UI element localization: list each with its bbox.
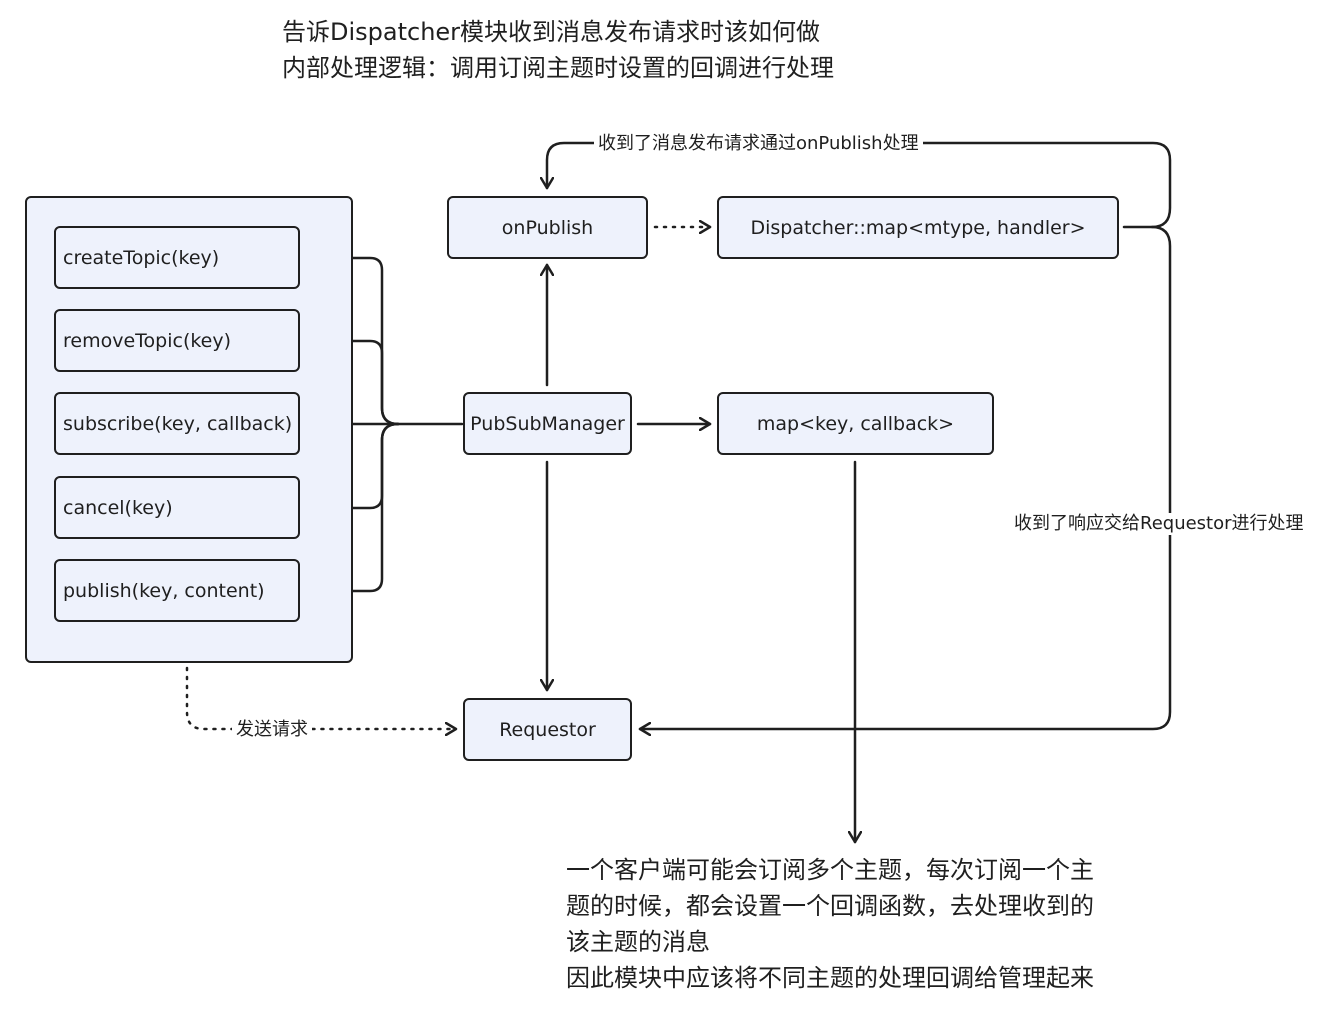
node-label: map<key, callback> (756, 412, 955, 435)
brace-bottom (638, 225, 1172, 729)
node-label: onPublish (501, 216, 594, 239)
node-pubsubmanager: PubSubManager (463, 392, 632, 455)
method-subscribe: subscribe(key, callback) (54, 392, 300, 455)
bottom-note-line-3: 该主题的消息 (566, 928, 710, 956)
top-note: 告诉Dispatcher模块收到消息发布请求时该如何做 内部处理逻辑：调用订阅主… (282, 14, 834, 86)
method-publish: publish(key, content) (54, 559, 300, 622)
edge-send-request (185, 666, 458, 729)
node-label: Requestor (499, 718, 596, 741)
bottom-note-line-1: 一个客户端可能会订阅多个主题，每次订阅一个主 (566, 856, 1094, 884)
method-label: createTopic(key) (63, 246, 220, 269)
node-requestor: Requestor (463, 698, 632, 761)
bottom-note-line-2: 题的时候，都会设置一个回调函数，去处理收到的 (566, 892, 1094, 920)
method-label: removeTopic(key) (63, 329, 232, 352)
label-publish-request: 收到了消息发布请求通过onPublish处理 (594, 133, 923, 155)
method-label: subscribe(key, callback) (63, 412, 293, 435)
node-label: Dispatcher::map<mtype, handler> (750, 216, 1086, 239)
node-label: PubSubManager (470, 412, 625, 435)
edge-to-publish (304, 422, 400, 591)
edge-to-removetopic (304, 341, 400, 426)
bottom-note-line-4: 因此模块中应该将不同主题的处理回调给管理起来 (566, 964, 1094, 992)
method-cancel: cancel(key) (54, 476, 300, 539)
node-onpublish: onPublish (447, 196, 648, 259)
top-note-line-1: 告诉Dispatcher模块收到消息发布请求时该如何做 (282, 18, 821, 46)
method-createtopic: createTopic(key) (54, 226, 300, 289)
brace-top (547, 141, 1172, 229)
method-removetopic: removeTopic(key) (54, 309, 300, 372)
top-note-line-2: 内部处理逻辑：调用订阅主题时设置的回调进行处理 (282, 54, 834, 82)
node-callback-map: map<key, callback> (717, 392, 994, 455)
method-label: publish(key, content) (63, 579, 265, 602)
label-send-request: 发送请求 (232, 719, 312, 741)
node-dispatcher-map: Dispatcher::map<mtype, handler> (717, 196, 1119, 259)
label-response: 收到了响应交给Requestor进行处理 (1010, 513, 1308, 535)
method-label: cancel(key) (63, 496, 173, 519)
bottom-note: 一个客户端可能会订阅多个主题，每次订阅一个主 题的时候，都会设置一个回调函数，去… (566, 852, 1094, 996)
